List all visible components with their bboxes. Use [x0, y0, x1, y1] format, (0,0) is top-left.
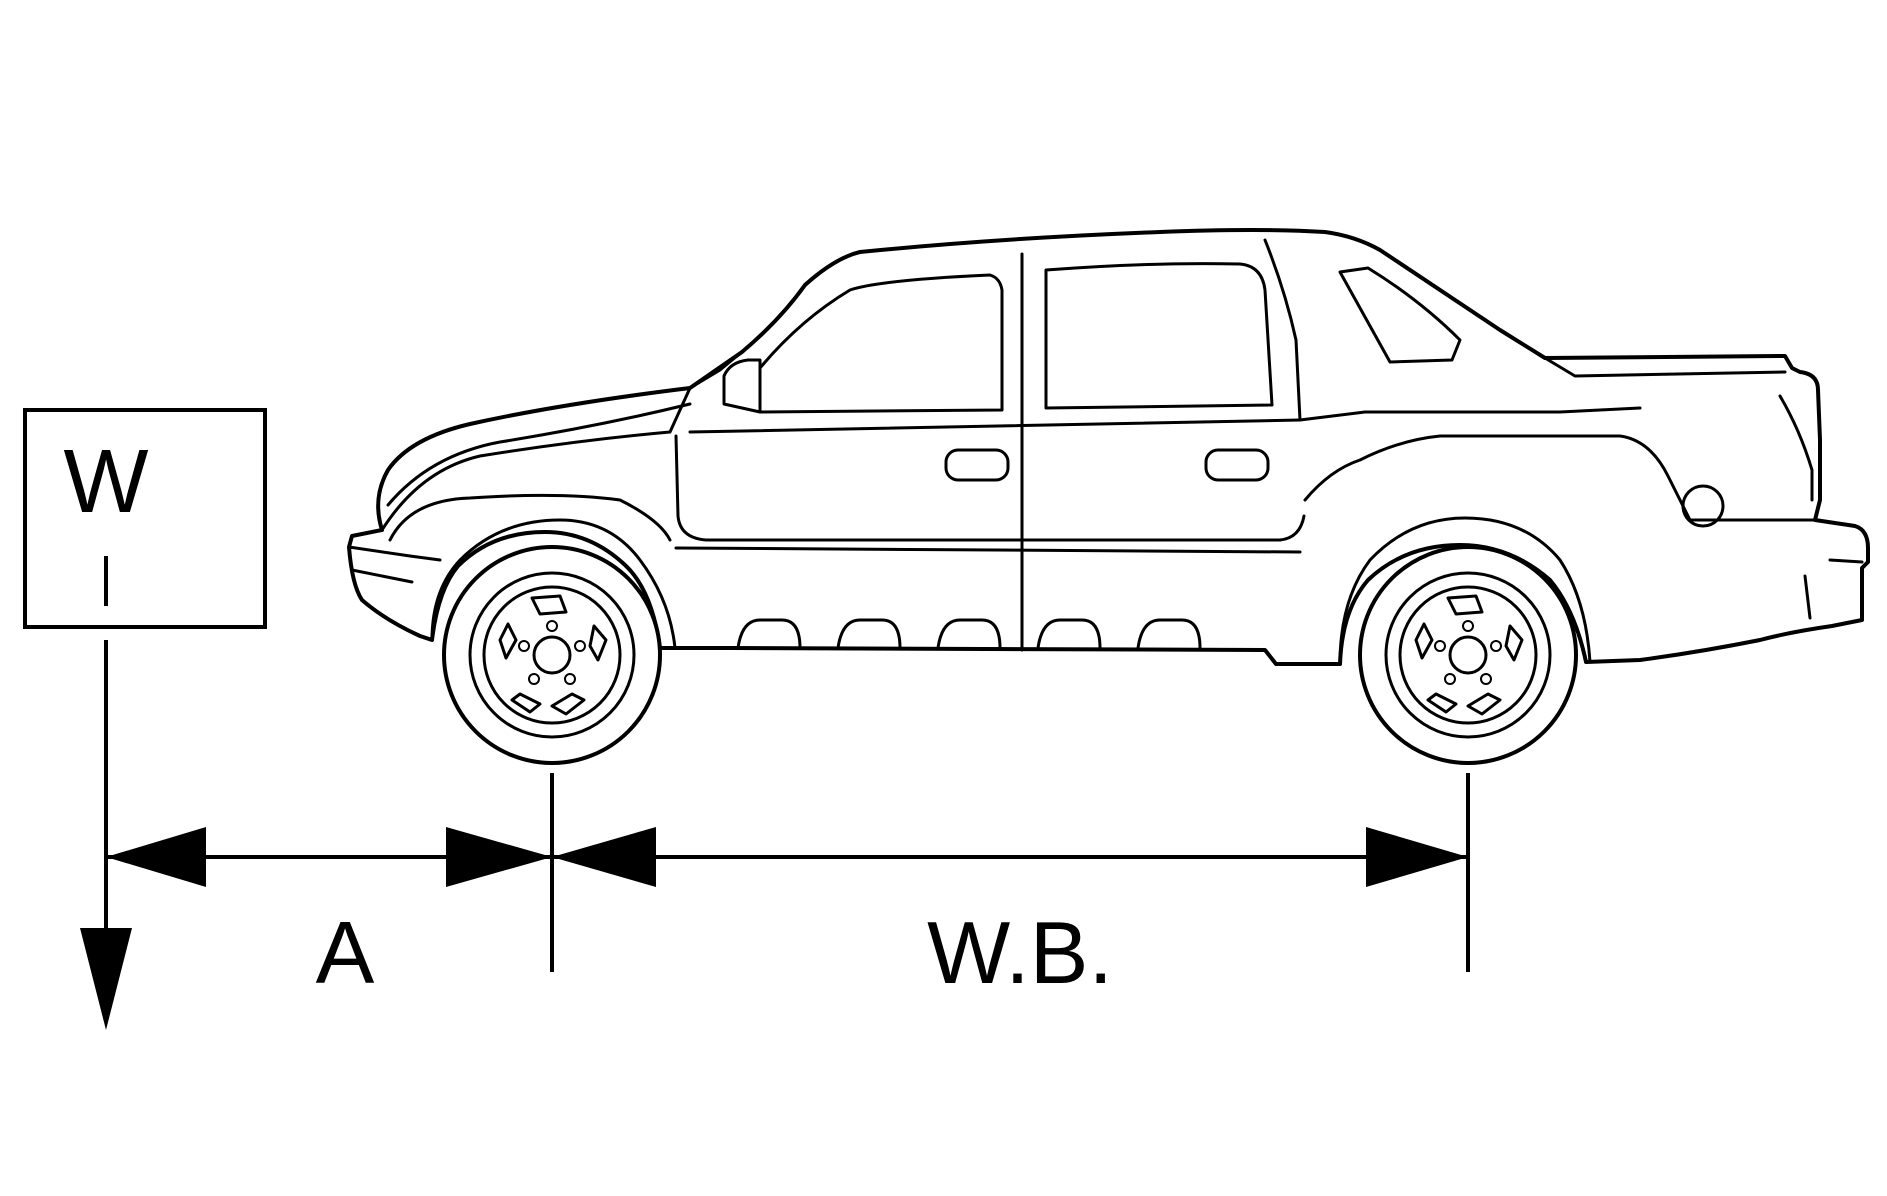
- front-wheel-arch: [430, 518, 677, 650]
- bed-rail-line: [1298, 406, 1642, 422]
- front-door-window: [758, 273, 1004, 414]
- bed-top-line: [1543, 356, 1787, 378]
- hood-crease: [386, 402, 692, 507]
- rear-wheel: [1358, 545, 1578, 765]
- front-door-handle: [944, 448, 1010, 482]
- rear-wheel-spoke-1: [1446, 594, 1484, 616]
- fuel-door: [1681, 484, 1725, 528]
- rocker-bump-3: [936, 618, 1002, 650]
- front-wheel-spoke-3: [550, 692, 586, 716]
- rear-wheel-spoke-4: [1426, 692, 1458, 714]
- door-lower-line: [674, 434, 1306, 542]
- rear-door-handle: [1204, 448, 1270, 482]
- front-bumper-top: [347, 545, 442, 562]
- truck-illustration: [347, 228, 1870, 765]
- rear-wheel-spoke-2: [1504, 624, 1524, 662]
- side-mirror: [722, 358, 762, 414]
- front-wheel-spoke-2: [588, 624, 608, 662]
- hood-line: [380, 386, 692, 532]
- weight-label: W: [64, 432, 149, 532]
- front-wheel-spoke-4: [510, 692, 542, 714]
- rear-quarter-window: [1338, 266, 1462, 364]
- dimension-a-label: A: [316, 903, 375, 1002]
- front-wheel-spoke-5: [498, 622, 518, 660]
- rear-door-window: [1044, 262, 1274, 410]
- arrowhead-wb-left: [552, 827, 656, 887]
- rocker-bump-2: [836, 618, 902, 650]
- weight-box: W: [23, 408, 267, 629]
- arrowhead-a-right: [446, 827, 552, 887]
- truck-body-outline: [347, 228, 1870, 666]
- rear-bumper-line: [1828, 558, 1864, 564]
- dimension-a: A: [106, 827, 552, 1002]
- weight-arrow: [80, 640, 132, 1030]
- front-bumper-line: [350, 568, 414, 584]
- belt-line: [688, 418, 1302, 434]
- rear-fender-line: [1303, 434, 1817, 522]
- c-pillar: [1263, 238, 1302, 422]
- front-wheel: [442, 545, 662, 765]
- arrowhead-a-left: [106, 827, 206, 887]
- rocker-bump-4: [1036, 618, 1102, 650]
- windshield-base: [688, 350, 744, 390]
- rear-wheel-spoke-3: [1466, 692, 1502, 716]
- rear-wheel-spoke-5: [1414, 622, 1434, 660]
- front-wheel-spoke-1: [530, 594, 568, 616]
- door-sill-line: [674, 546, 1302, 554]
- rocker-bump-1: [736, 618, 802, 650]
- dimension-wheelbase: W.B.: [552, 827, 1468, 1002]
- rear-wheel-arch: [1338, 516, 1592, 666]
- rocker-bump-5: [1136, 618, 1202, 650]
- rear-bumper-step: [1803, 574, 1812, 620]
- tailgate-edge: [1778, 394, 1814, 502]
- front-fender-line: [388, 493, 672, 542]
- dimension-wheelbase-label: W.B.: [927, 903, 1113, 1002]
- arrowhead-wb-right: [1366, 827, 1468, 887]
